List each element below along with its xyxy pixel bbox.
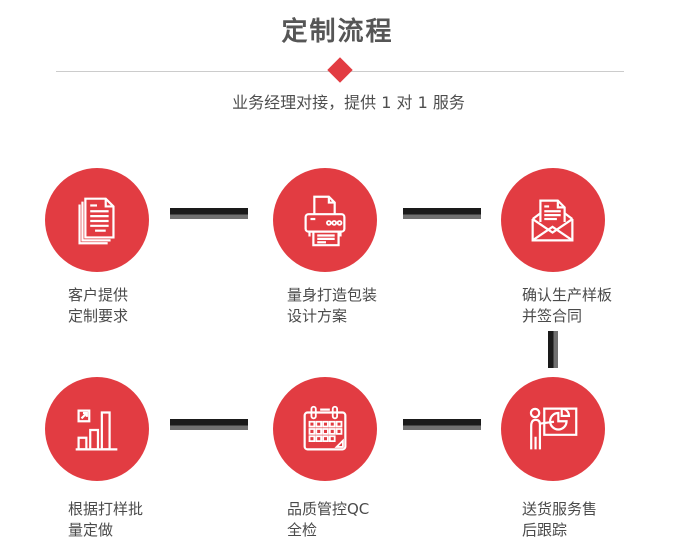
step-circle-confirm-sample-contract	[501, 168, 605, 272]
step-circle-customer-requirements	[45, 168, 149, 272]
step-label-line2: 设计方案	[287, 307, 348, 325]
connector-bar-horizontal	[170, 419, 248, 430]
step-label: 送货服务售 后跟踪	[522, 499, 597, 541]
step-label: 量身打造包装 设计方案	[287, 285, 377, 327]
growth-bar-chart-icon	[66, 398, 128, 460]
step-label-line2: 量定做	[68, 521, 114, 539]
step-label-line1: 量身打造包装	[287, 286, 378, 304]
calendar-icon	[294, 398, 356, 460]
step-label-line1: 送货服务售	[522, 500, 598, 518]
step-circle-packaging-design	[273, 168, 377, 272]
connector-bar-horizontal	[170, 208, 248, 219]
step-label-line2: 后跟踪	[522, 521, 568, 539]
stacked-documents-icon	[66, 189, 128, 251]
step-label-line2: 全检	[287, 521, 318, 539]
printer-icon	[294, 189, 356, 251]
step-label-line2: 并签合同	[522, 307, 583, 325]
step-label-line1: 确认生产样板	[522, 286, 613, 304]
step-circle-qc-inspection	[273, 377, 377, 481]
connector-bar-horizontal	[403, 208, 481, 219]
step-label-line2: 定制要求	[68, 307, 129, 325]
step-label: 确认生产样板 并签合同	[522, 285, 612, 327]
step-label-line1: 根据打样批	[68, 500, 144, 518]
page-subtitle: 业务经理对接，提供 1 对 1 服务	[232, 93, 465, 112]
step-circle-batch-production	[45, 377, 149, 481]
open-envelope-letter-icon	[522, 189, 584, 251]
step-circle-delivery-aftersales	[501, 377, 605, 481]
connector-bar-horizontal	[403, 419, 481, 430]
diamond-accent	[327, 57, 353, 83]
step-label: 品质管控QC 全检	[287, 499, 369, 541]
step-label-line1: 客户提供	[68, 286, 129, 304]
step-label: 客户提供 定制要求	[68, 285, 128, 327]
page-title: 定制流程	[281, 17, 394, 47]
step-label: 根据打样批 量定做	[68, 499, 143, 541]
connector-bar-vertical	[548, 331, 558, 368]
step-label-line1: 品质管控QC	[287, 500, 370, 518]
presenter-pie-board-icon	[522, 398, 584, 460]
